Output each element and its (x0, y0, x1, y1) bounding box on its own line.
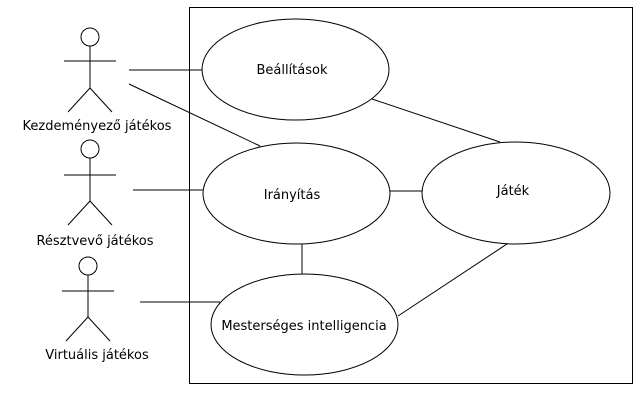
usecase-control: Irányítás (202, 142, 391, 245)
association-initiator-control (128, 83, 261, 147)
usecase-settings: Beállítások (201, 18, 390, 121)
usecase-game-ellipse (421, 141, 611, 245)
actor-virtual-label: Virtuális játékos (45, 348, 149, 363)
usecase-settings-ellipse (201, 18, 390, 121)
actor-initiator-figure (64, 27, 116, 113)
actor-virtual: Virtuális játékos (45, 256, 149, 363)
usecase-settings-label: Beállítások (256, 63, 328, 78)
actor-virtual-figure (62, 256, 114, 342)
associations (128, 69, 511, 317)
usecase-game-label: Játék (496, 184, 530, 199)
actor-initiator-label: Kezdeményező játékos (23, 119, 172, 134)
system-boundary (189, 7, 633, 384)
actor-initiator: Kezdeményező játékos (23, 27, 172, 134)
usecase-ai-ellipse (210, 273, 399, 376)
association-settings-game (371, 98, 501, 143)
usecase-control-label: Irányítás (264, 188, 321, 203)
actor-participant-figure (64, 139, 116, 226)
actor-participant: Résztvevő játékos (36, 139, 154, 249)
usecase-game: Játék (421, 141, 611, 245)
association-ai-game (397, 241, 511, 317)
actor-participant-label: Résztvevő játékos (36, 234, 153, 249)
usecase-ai-label: Mesterséges intelligencia (221, 319, 386, 334)
usecase-control-ellipse (202, 142, 391, 245)
usecase-ai: Mesterséges intelligencia (210, 273, 399, 376)
